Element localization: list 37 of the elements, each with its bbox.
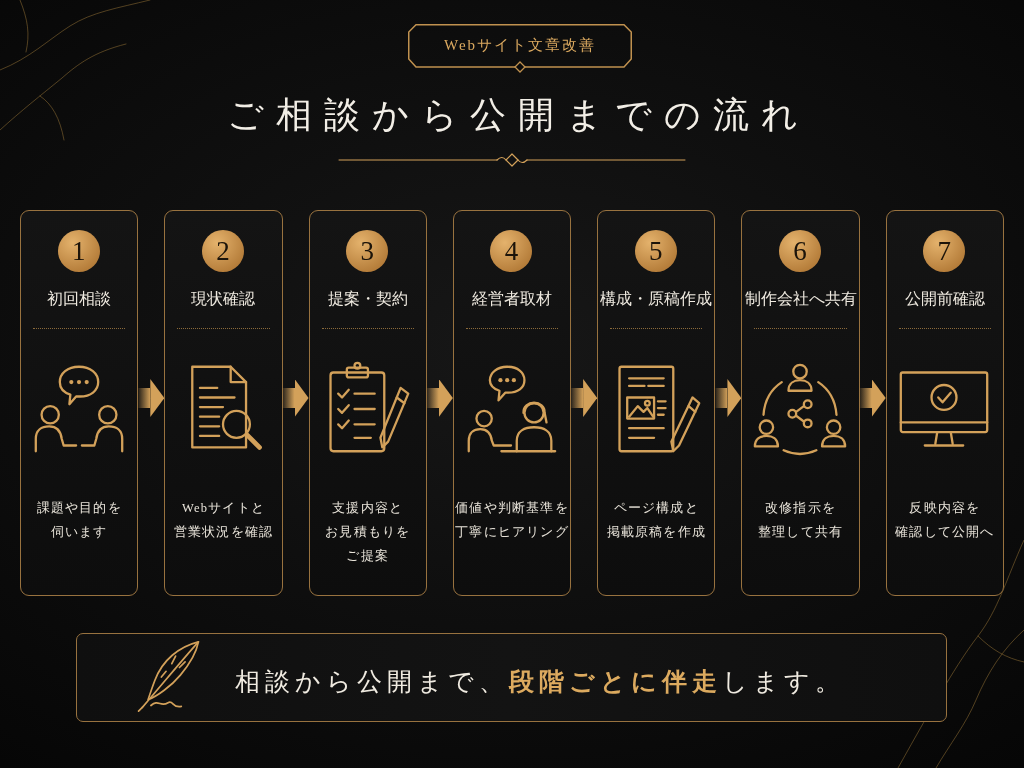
step-description: 課題や目的を伺います <box>36 500 122 541</box>
message-banner <box>76 633 947 722</box>
step-description: 支援内容とお見積もりをご提案 <box>325 500 411 565</box>
step-title: 制作会社へ共有 <box>744 289 857 309</box>
step-arrow <box>138 379 165 417</box>
step-arrow <box>859 379 886 417</box>
step-number: 5 <box>634 230 677 272</box>
step-number: 3 <box>346 230 389 272</box>
step-number: 7 <box>923 230 966 272</box>
step-title: 現状確認 <box>191 289 256 309</box>
step-description: 改修指示を整理して共有 <box>757 500 844 541</box>
step-title: 提案・契約 <box>327 289 408 309</box>
step-arrow <box>282 379 309 417</box>
step-arrow <box>571 379 598 417</box>
page-title: ご相談から公開までの流れ <box>226 94 810 137</box>
step-number: 6 <box>779 230 822 272</box>
step-arrow <box>715 379 742 417</box>
step-card <box>164 210 283 596</box>
step-number: 4 <box>490 230 533 272</box>
banner-message: 相談から公開まで、段階ごとに伴走します。 <box>235 667 845 697</box>
step-card <box>741 210 860 596</box>
step-number: 2 <box>201 230 244 272</box>
step-title: 構成・原稿作成 <box>600 289 713 309</box>
step-title: 公開前確認 <box>904 289 985 309</box>
step-arrow <box>426 379 453 417</box>
step-card <box>452 210 572 596</box>
step-description: 価値や判断基準を丁寧にヒアリング <box>455 500 569 541</box>
step-description: Webサイトと営業状況を確認 <box>173 500 274 541</box>
step-card <box>308 210 427 596</box>
step-card <box>20 210 139 596</box>
step-number: 1 <box>57 230 100 272</box>
step-card <box>885 210 1004 596</box>
step-card <box>597 210 716 596</box>
step-title: 初回相談 <box>47 289 112 309</box>
step-description: 反映内容を確認して公開へ <box>895 500 995 541</box>
step-title: 経営者取材 <box>472 289 552 309</box>
step-description: ページ構成と掲載原稿を作成 <box>606 500 706 541</box>
